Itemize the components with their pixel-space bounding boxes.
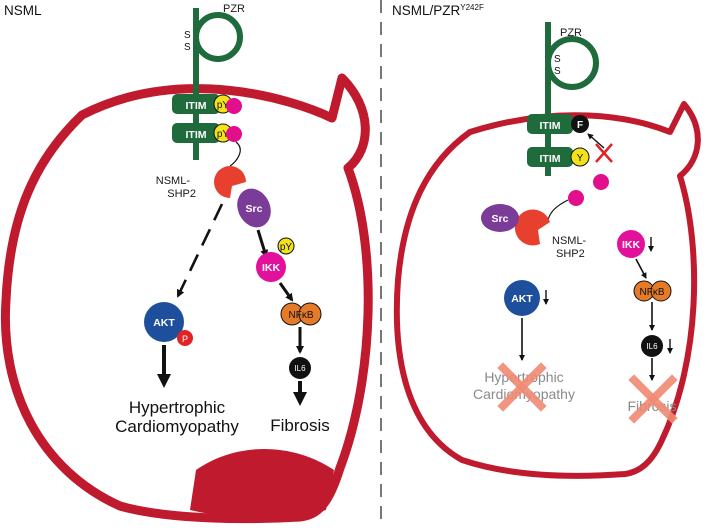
right-il6-label: IL6 [646,342,658,351]
right-phospho-dot-1 [593,174,609,190]
right-akt-label: AKT [511,293,533,305]
right-itim-2 [527,147,573,167]
left-shp2-label-1: NSML- [156,175,191,187]
left-title: NSML [4,3,42,18]
left-src [237,188,271,228]
left-arrow-src-ikk [256,229,269,258]
left-arrow-ikk-nfkb [278,282,294,302]
right-src-label: Src [492,213,509,225]
right-akt [504,280,540,316]
right-ss-bottom: S [554,66,561,77]
right-shp2-label-2: SHP2 [556,248,585,260]
right-nfkb-2 [650,280,672,302]
left-fibrosis-label: Fibrosis [270,416,330,435]
left-ss-top: S [184,30,191,41]
left-ikk-py-label: pY [280,242,293,253]
left-akt-p [177,330,193,346]
left-py-1-label: pY [217,100,230,111]
right-blocked-arrow [587,133,605,149]
left-nfkb-label: NFκB [288,310,313,321]
right-hypertrophy-cross-b [497,362,547,412]
right-fibrosis-cross-b [628,374,678,424]
right-arrow-ikk-nfkb [635,258,647,279]
right-itim-1-label: ITIM [540,120,561,132]
left-il6 [289,357,311,379]
left-phospho-dot-1 [226,98,242,114]
left-itim-2 [172,123,220,143]
right-shp2 [514,209,550,246]
right-title: NSML/PZRY242F [392,3,484,18]
right-f-residue [571,115,589,133]
right-src [481,204,519,232]
left-py-2-label: pY [217,129,230,140]
right-phospho-dot-2 [568,190,584,206]
right-heart-outline [393,101,701,479]
left-akt-label: AKT [153,317,175,329]
right-panel: NSML/PZRY242F PZR S S ITIM ITIM F Y NSML… [392,3,701,479]
left-shp2 [214,166,246,198]
right-block-x-b [595,143,613,163]
left-nfkb-2 [298,302,322,326]
right-shp2-label-1: NSML- [552,235,587,247]
right-tether [547,199,569,221]
left-itim-1-label: ITIM [186,100,207,112]
right-y-residue [570,147,590,167]
left-shp2-label-2: SHP2 [167,188,196,200]
left-ikk [256,252,286,282]
left-pzr-label: PZR [223,3,245,15]
right-itim-2-label: ITIM [540,153,561,165]
right-itim-1 [527,114,573,134]
left-arrow-shp2-akt [176,203,224,298]
left-heart-apex [190,449,334,518]
left-hypertrophy-label-2: Cardiomyopathy [115,417,239,436]
left-panel: NSML PZR S S ITIM ITIM pY pY NSML- SHP2 … [0,3,373,524]
left-itim-1 [172,94,220,114]
left-itim-2-label: ITIM [186,129,207,141]
right-ss-top: S [554,54,561,65]
left-src-label: Src [246,203,263,215]
right-ikk-label: IKK [622,239,641,251]
right-nfkb-label: NFκB [639,287,664,298]
left-ikk-py [277,237,295,255]
right-pzr-label: PZR [560,27,582,39]
left-pzr-loop [193,12,243,62]
left-tether [229,141,241,167]
left-ikk-label: IKK [262,262,281,274]
left-phospho-dot-2 [226,126,242,142]
left-ss-bottom: S [184,42,191,53]
left-il6-label: IL6 [294,364,306,373]
left-akt-p-label: P [182,334,188,344]
left-akt [144,302,184,342]
left-heart-outline [0,73,373,524]
right-ikk [617,230,645,258]
left-hypertrophy-label-1: Hypertrophic [129,398,226,417]
right-f-label: F [577,120,583,131]
right-y-label: Y [577,153,584,164]
right-pzr-loop [545,36,599,90]
right-il6 [641,335,663,357]
